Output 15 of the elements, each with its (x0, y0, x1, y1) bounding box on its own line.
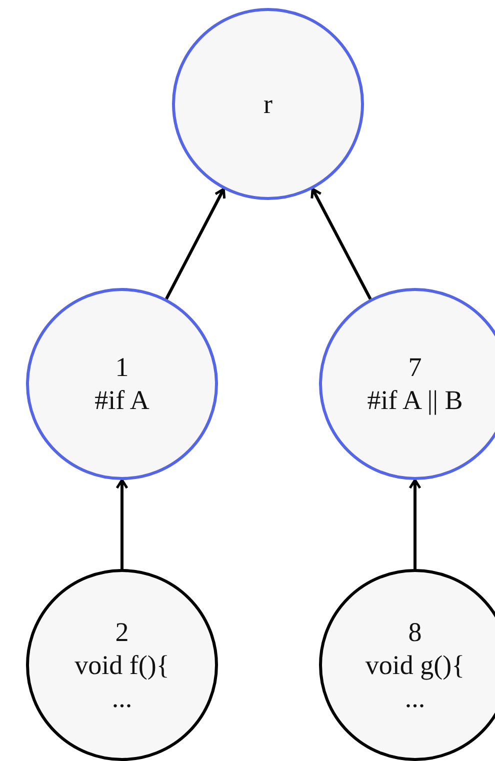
arrow (165, 188, 226, 300)
arrow (116, 478, 128, 569)
node-text: void f(){ (74, 648, 170, 682)
node-text: ... (112, 682, 132, 714)
node-text: 8 (408, 616, 422, 648)
arrow (408, 478, 422, 569)
node-text: r (264, 88, 272, 120)
arrow (310, 188, 372, 300)
node-text: void g(){ (365, 648, 465, 682)
node-text: ... (404, 682, 426, 714)
node-text: #if A || B (367, 384, 463, 417)
node-text: #if A (94, 384, 150, 417)
node-text: 1 (115, 351, 129, 384)
node-text: 7 (408, 351, 422, 384)
node-text: 2 (115, 616, 129, 648)
